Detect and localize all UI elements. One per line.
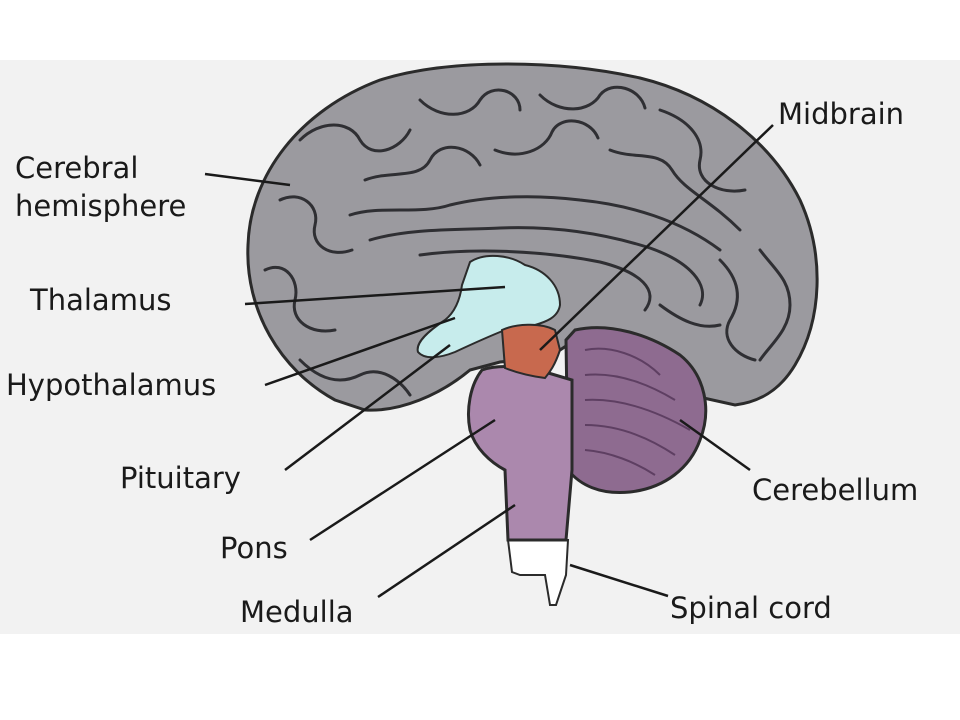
label-cerebral-line1: Cerebral: [15, 151, 138, 185]
cerebellum-folds: [584, 347, 691, 476]
leader-medulla: [377, 503, 516, 599]
leader-lines: [204, 124, 774, 599]
leader-midbrain: [539, 124, 774, 351]
label-cerebellum: Cerebellum: [752, 473, 918, 507]
label-spinal-cord: Spinal cord: [670, 591, 832, 625]
leader-pituitary: [284, 344, 451, 471]
label-cerebral-line2: hemisphere: [15, 189, 186, 223]
thalamus: [416, 254, 562, 359]
label-pituitary: Pituitary: [120, 461, 241, 495]
label-medulla: Medulla: [240, 595, 354, 629]
leader-pons: [309, 418, 496, 542]
midbrain: [500, 323, 562, 380]
spinal-cord: [506, 539, 570, 606]
leader-spinal-cord: [569, 563, 669, 598]
label-pons: Pons: [220, 531, 288, 565]
label-midbrain: Midbrain: [778, 97, 904, 131]
label-hypothalamus: Hypothalamus: [6, 368, 216, 402]
leader-cerebellum: [679, 418, 751, 472]
label-thalamus: Thalamus: [29, 283, 171, 317]
leader-thalamus: [244, 285, 506, 306]
leader-hypothalamus: [264, 316, 456, 387]
leader-cerebral: [204, 172, 291, 187]
